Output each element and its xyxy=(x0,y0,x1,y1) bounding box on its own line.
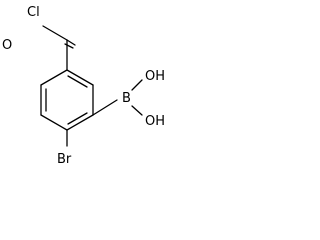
boronic-acid-group: B OH OH xyxy=(92,69,165,129)
ring-bond-bottom-right xyxy=(66,114,94,131)
oxygen-atom-label: O xyxy=(2,38,12,53)
bond-carbonyl-to-cl xyxy=(42,25,68,41)
ring-double-bond-bottom-right xyxy=(67,112,88,125)
hydroxyl-bottom-label: OH xyxy=(145,114,165,129)
ring-bond-bottom-left xyxy=(40,114,68,131)
bond-boron-to-oh-bottom xyxy=(131,105,143,116)
structure-diagram: Cl O B OH OH Br xyxy=(2,5,165,167)
bond-boron-to-oh-top xyxy=(131,79,143,91)
ring-double-bond-top-right xyxy=(67,75,88,88)
boron-atom-label: B xyxy=(122,91,131,106)
bromo-group: Br xyxy=(57,129,72,167)
acyl-chloride-group: Cl O xyxy=(2,5,76,71)
bond-ring-to-boron xyxy=(92,99,118,116)
ring-bond-top-left xyxy=(40,69,68,86)
benzene-ring xyxy=(40,69,94,131)
hydroxyl-top-label: OH xyxy=(145,69,165,84)
bromine-atom-label: Br xyxy=(57,152,72,167)
bond-carbonyl-double-o-b xyxy=(64,43,74,49)
bond-carbonyl-double-o-a xyxy=(66,39,76,46)
chlorine-atom-label: Cl xyxy=(27,5,40,20)
ring-bond-top-right xyxy=(66,69,94,86)
